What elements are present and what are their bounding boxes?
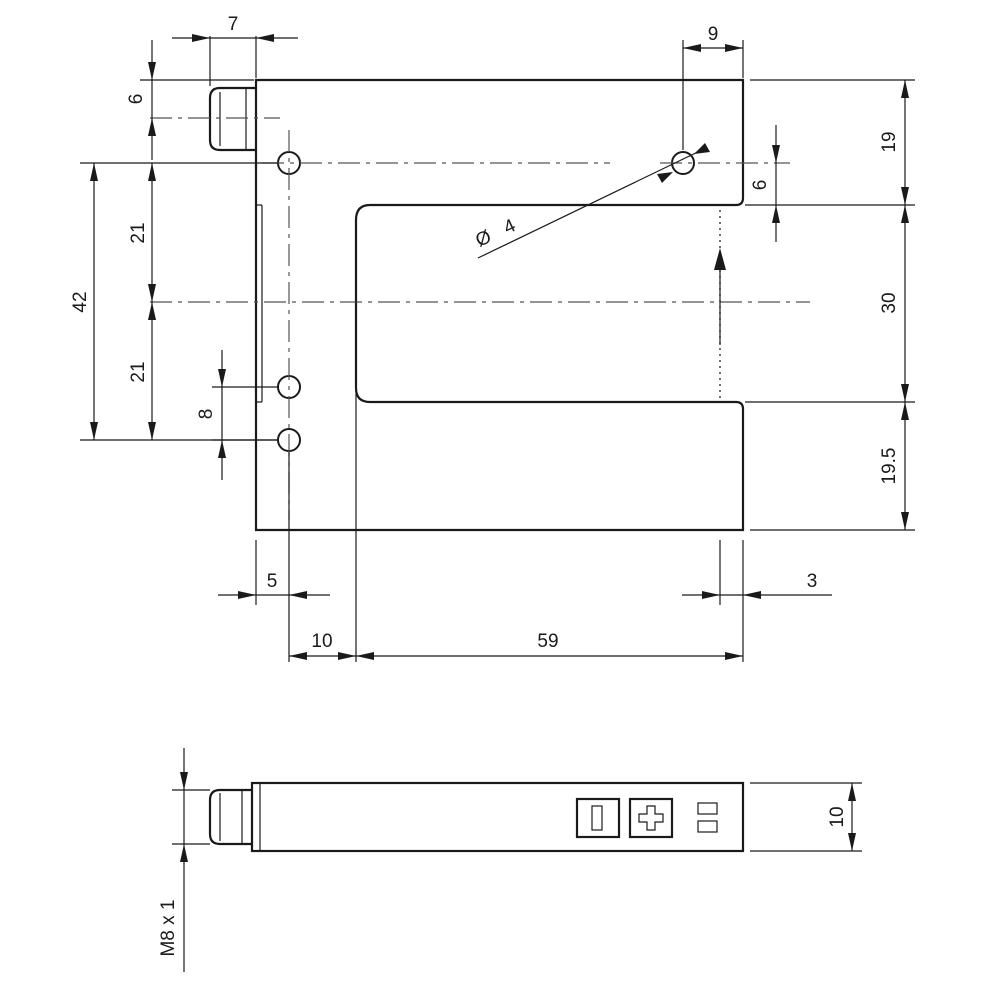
side-body-outline: [250, 781, 745, 853]
dim-hole-offset-top-right: 9: [708, 24, 719, 45]
light-beam-arrowhead: [714, 248, 726, 270]
dim-hole-spacing-lower: 21: [128, 361, 149, 382]
dim-slot-depth: 59: [537, 631, 558, 652]
dim-thread-size: M8 x 1: [158, 899, 179, 956]
dim-hole-spacing-upper: 21: [128, 222, 149, 243]
side-connector: [208, 788, 252, 846]
dim-slot-offset: 6: [750, 180, 771, 191]
top-view: 7 6 42 21 21 8 9: [70, 14, 915, 662]
dim-height-top: 19: [879, 131, 900, 152]
dim-edge-to-hole: 5: [267, 571, 278, 592]
plus-button-frame: [628, 797, 674, 839]
minus-button-frame: [575, 797, 621, 839]
dim-hole-to-slot: 10: [311, 631, 332, 652]
side-view: 10 M8 x 1: [158, 748, 862, 972]
dim-height-bottom: 19.5: [879, 448, 900, 485]
dim-connector-width: 7: [228, 14, 239, 35]
dim-side-thickness: 10: [827, 806, 848, 827]
dim-small-hole-spacing: 8: [196, 409, 217, 420]
led-indicator-upper: [697, 802, 718, 815]
dim-beam-offset: 3: [807, 571, 818, 592]
connector: [208, 86, 256, 152]
dim-slot-width: 30: [879, 292, 900, 313]
dim-hole-spacing-total: 42: [70, 291, 91, 312]
sensor-body-outline: [254, 78, 745, 532]
minus-symbol-rect: [591, 805, 603, 831]
led-indicator-lower: [697, 820, 718, 833]
dim-hole-diameter: 4: [500, 215, 519, 239]
dim-hole-diameter-symbol: Ø: [473, 226, 495, 251]
hole-diameter-leader: [477, 147, 707, 259]
plus-symbol: [638, 805, 664, 831]
dim-connector-offset: 6: [126, 94, 147, 105]
